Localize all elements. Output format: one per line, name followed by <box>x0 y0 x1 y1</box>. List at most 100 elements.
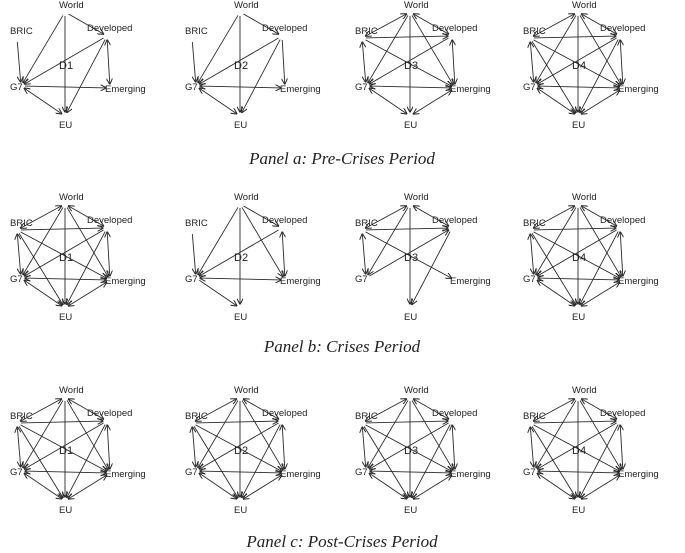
edge-developed-g7 <box>24 37 104 84</box>
graph-label: D1 <box>59 60 73 72</box>
edge-bric-eu <box>531 426 576 497</box>
edge-bric-developed <box>365 228 448 230</box>
edge-g7-eu <box>537 473 574 498</box>
edge-bric-emerging <box>365 39 452 86</box>
edge-developed-emerging <box>107 232 110 276</box>
node-label-world: World <box>234 385 259 396</box>
panel-a-caption: Panel a: Pre-Crises Period <box>248 149 435 168</box>
edge-emerging-eu <box>68 475 106 499</box>
edge-bric-g7 <box>530 42 533 82</box>
edge-g7-emerging <box>25 278 106 280</box>
edge-developed-g7 <box>24 229 104 276</box>
edge-world-developed <box>413 399 448 419</box>
edge-bric-g7 <box>191 41 195 82</box>
edge-developed-g7 <box>199 229 279 276</box>
edge-world-bric <box>196 399 237 421</box>
edge-bric-g7 <box>16 41 20 82</box>
edge-bric-eu <box>531 41 576 112</box>
node-label-eu: EU <box>59 120 72 131</box>
edge-bric-emerging <box>365 231 452 278</box>
node-label-world: World <box>59 192 84 203</box>
edge-world-g7 <box>368 15 409 82</box>
node-label-world: World <box>234 192 259 203</box>
node-label-developed: Developed <box>600 23 645 34</box>
node-label-developed: Developed <box>432 215 477 226</box>
edge-developed-g7 <box>24 422 104 469</box>
edge-bric-g7 <box>17 427 20 467</box>
edge-world-emerging <box>241 207 283 276</box>
edge-bric-eu <box>18 233 63 304</box>
node-label-bric: BRIC <box>185 26 208 37</box>
node-label-g7: G7 <box>10 82 23 93</box>
graph-label: D1 <box>59 252 73 264</box>
edge-bric-eu <box>193 426 238 497</box>
edge-g7-emerging <box>538 278 619 280</box>
edge-bric-g7 <box>191 233 195 274</box>
node-label-developed: Developed <box>262 215 307 226</box>
edge-bric-eu <box>18 426 63 497</box>
node-label-developed: Developed <box>262 23 307 34</box>
edge-world-g7 <box>368 400 409 467</box>
edge-world-g7 <box>536 207 577 274</box>
node-label-eu: EU <box>404 120 417 131</box>
node-label-eu: EU <box>234 312 247 323</box>
node-label-world: World <box>59 0 84 11</box>
edge-bric-developed <box>20 421 103 423</box>
edge-developed-g7 <box>537 229 617 276</box>
edge-g7-emerging <box>200 86 281 88</box>
edge-world-developed <box>413 206 448 226</box>
edge-world-developed <box>413 14 448 34</box>
edge-emerging-eu <box>413 90 451 114</box>
node-label-eu: EU <box>59 312 72 323</box>
edge-world-bric <box>21 399 62 421</box>
edge-world-developed <box>68 13 103 34</box>
edge-world-developed <box>243 205 278 226</box>
graph-label: D2 <box>234 445 248 457</box>
edge-g7-emerging <box>200 471 281 473</box>
edge-developed-eu <box>67 39 106 113</box>
edge-world-developed <box>243 13 278 34</box>
edge-bric-g7 <box>530 234 533 274</box>
edge-world-emerging <box>579 400 621 469</box>
edge-world-bric <box>366 206 407 228</box>
node-label-g7: G7 <box>355 82 368 93</box>
edge-g7-emerging <box>200 278 281 280</box>
node-label-bric: BRIC <box>523 26 546 37</box>
edge-bric-emerging <box>20 424 107 471</box>
edge-world-g7 <box>536 15 577 82</box>
node-label-emerging: Emerging <box>280 84 321 95</box>
edge-bric-g7 <box>362 42 365 82</box>
edge-developed-eu <box>412 231 451 305</box>
node-label-g7: G7 <box>10 467 23 478</box>
node-label-emerging: Emerging <box>450 84 491 95</box>
graph-label: D4 <box>572 445 586 457</box>
edge-world-bric <box>534 206 575 228</box>
edge-bric-g7 <box>362 234 365 274</box>
node-label-bric: BRIC <box>355 218 378 229</box>
graph-label: D3 <box>404 60 418 72</box>
edge-g7-emerging <box>370 86 451 88</box>
edge-world-developed <box>581 14 616 34</box>
edge-developed-eu <box>242 39 281 113</box>
node-label-emerging: Emerging <box>450 276 491 287</box>
edge-developed-eu <box>580 231 619 305</box>
node-label-g7: G7 <box>185 82 198 93</box>
node-label-world: World <box>572 0 597 11</box>
edge-bric-eu <box>531 233 576 304</box>
node-label-emerging: Emerging <box>618 276 659 287</box>
edge-g7-eu <box>199 473 236 498</box>
node-label-world: World <box>572 192 597 203</box>
node-label-world: World <box>234 0 259 11</box>
node-label-bric: BRIC <box>355 411 378 422</box>
edge-developed-eu <box>580 39 619 113</box>
edge-bric-g7 <box>362 427 365 467</box>
edge-world-emerging <box>411 400 453 469</box>
node-label-bric: BRIC <box>355 26 378 37</box>
edge-emerging-eu <box>581 475 619 499</box>
graph-label: D2 <box>234 252 248 264</box>
node-label-emerging: Emerging <box>105 469 146 480</box>
